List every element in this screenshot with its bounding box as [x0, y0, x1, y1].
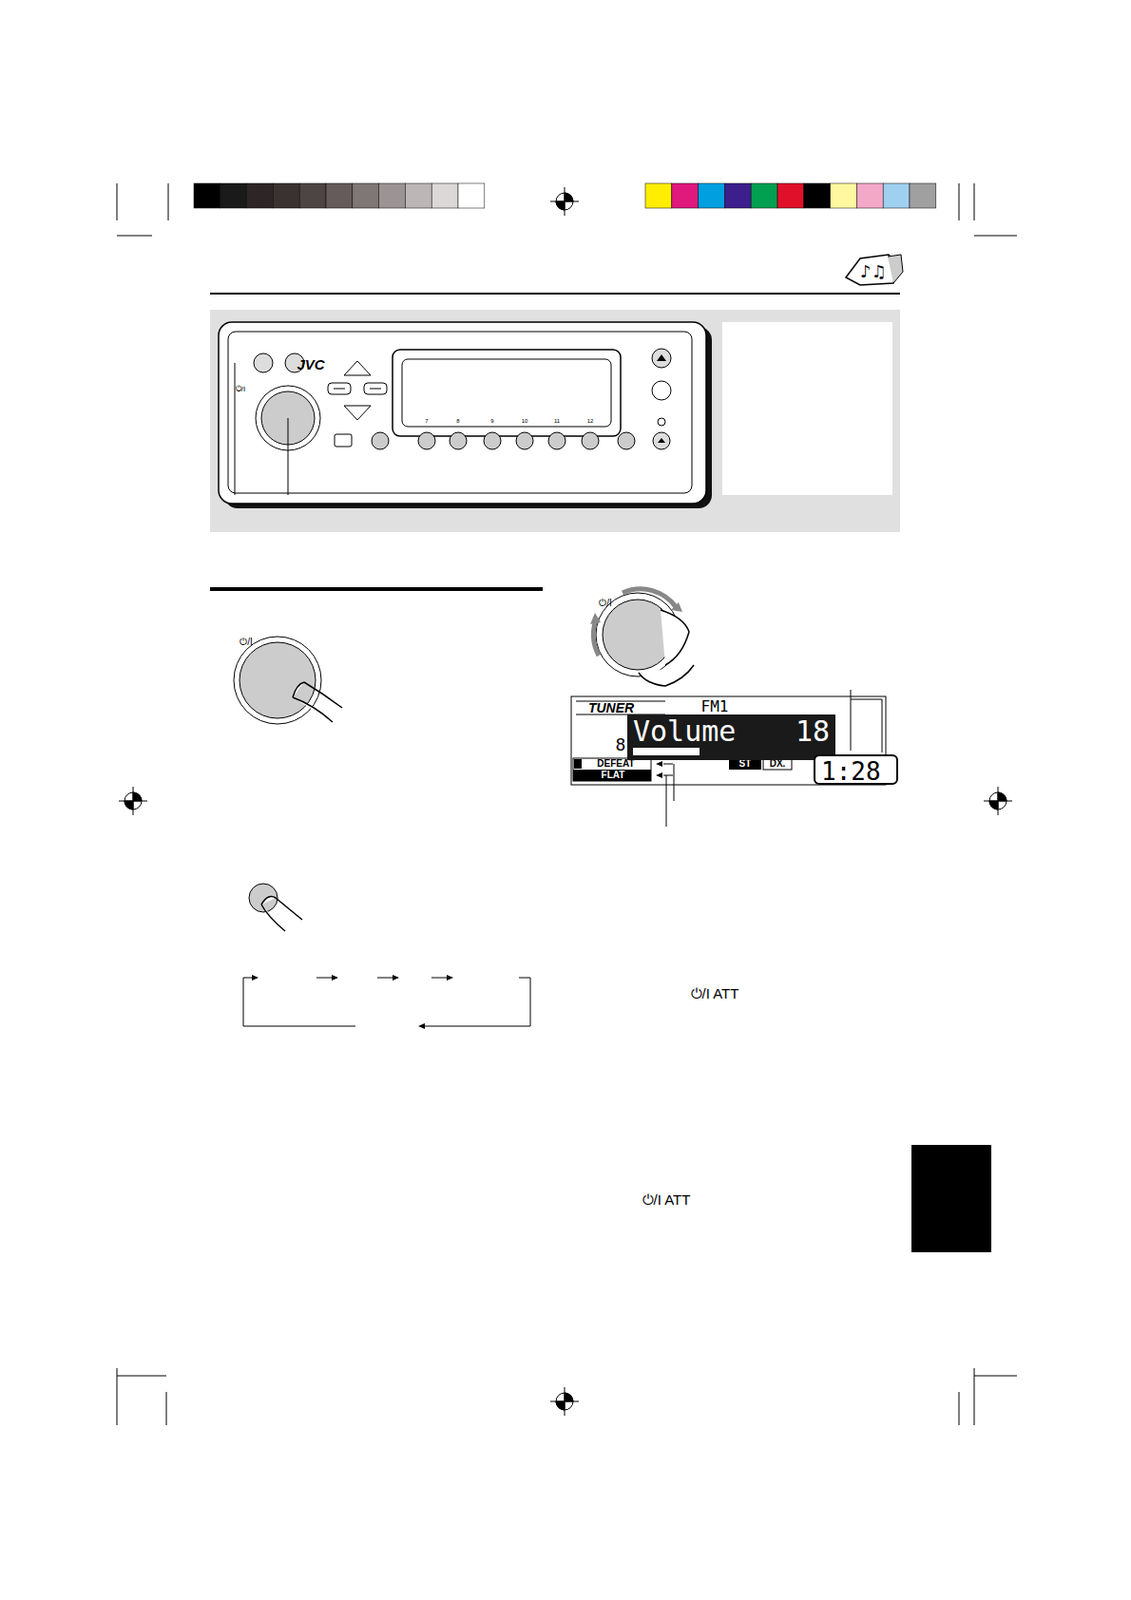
control-label: JVC [296, 357, 325, 372]
display-text: ST [739, 759, 752, 769]
preset-number: 12 [587, 418, 595, 424]
preset-number: 11 [554, 418, 560, 424]
preset-number: 10 [521, 418, 529, 424]
svg-text:♪♫: ♪♫ [860, 261, 887, 282]
clock-readout: 1:28 [821, 759, 882, 785]
volume-display: Volume 18 [627, 714, 836, 761]
display-readout: 18 [795, 717, 830, 747]
display-text: DEFEAT [596, 759, 634, 769]
display-readout: Volume [632, 717, 736, 747]
volume-bar [632, 747, 700, 756]
display-text: TUNER [588, 701, 634, 715]
control-label: ⏻/I ATT [642, 1192, 691, 1208]
display-text: FM1 [701, 699, 729, 715]
control-label: ⏻/I [235, 385, 246, 394]
display-text: DX. [769, 759, 786, 769]
preset-number: 8 [456, 418, 460, 424]
control-label: ⏻/I [598, 598, 613, 609]
control-label: ⏻/I ATT [690, 986, 740, 1001]
preset-number: 7 [424, 418, 428, 424]
preset-number: 9 [490, 418, 494, 424]
control-label: ⏻/I [239, 637, 253, 648]
display-text: FLAT [601, 770, 626, 781]
clock-display: 1:28 [813, 754, 899, 786]
display-text: 8 [615, 736, 627, 754]
